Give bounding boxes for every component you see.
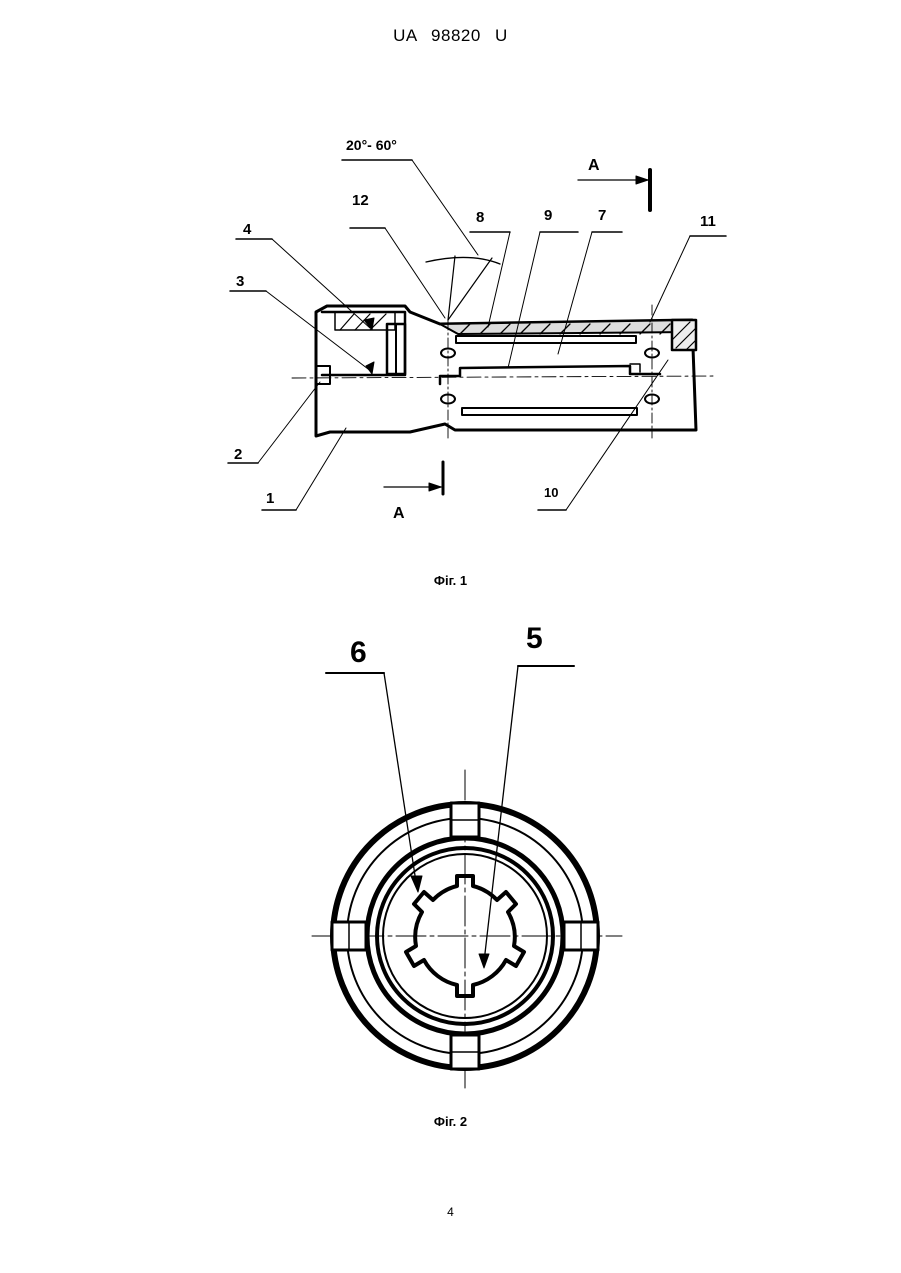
figure-2-caption: Фіг. 2 [0,1114,901,1129]
section-marker-top: A [588,157,600,174]
callout-8: 8 [476,209,484,226]
figure-2-drawing: 6 5 [0,600,901,1110]
callout-7: 7 [598,207,606,224]
callout-9: 9 [544,207,552,224]
callout-3: 3 [236,273,244,290]
callout-1: 1 [266,490,274,507]
figure-1-drawing: 20°- 60° A A 12 8 9 7 11 4 3 2 1 10 [0,0,901,560]
figure-1-caption: Фіг. 1 [0,573,901,588]
angle-label: 20°- 60° [346,137,397,153]
callout-6: 6 [350,636,367,669]
section-marker-bottom: A [393,505,405,522]
callout-10: 12 [352,192,369,209]
callout-11: 11 [700,213,716,230]
callout-2: 2 [234,446,242,463]
page-number: 4 [0,1205,901,1219]
callout-4: 4 [243,221,252,238]
callout-5: 5 [526,622,543,655]
callout-12: 10 [544,485,558,500]
